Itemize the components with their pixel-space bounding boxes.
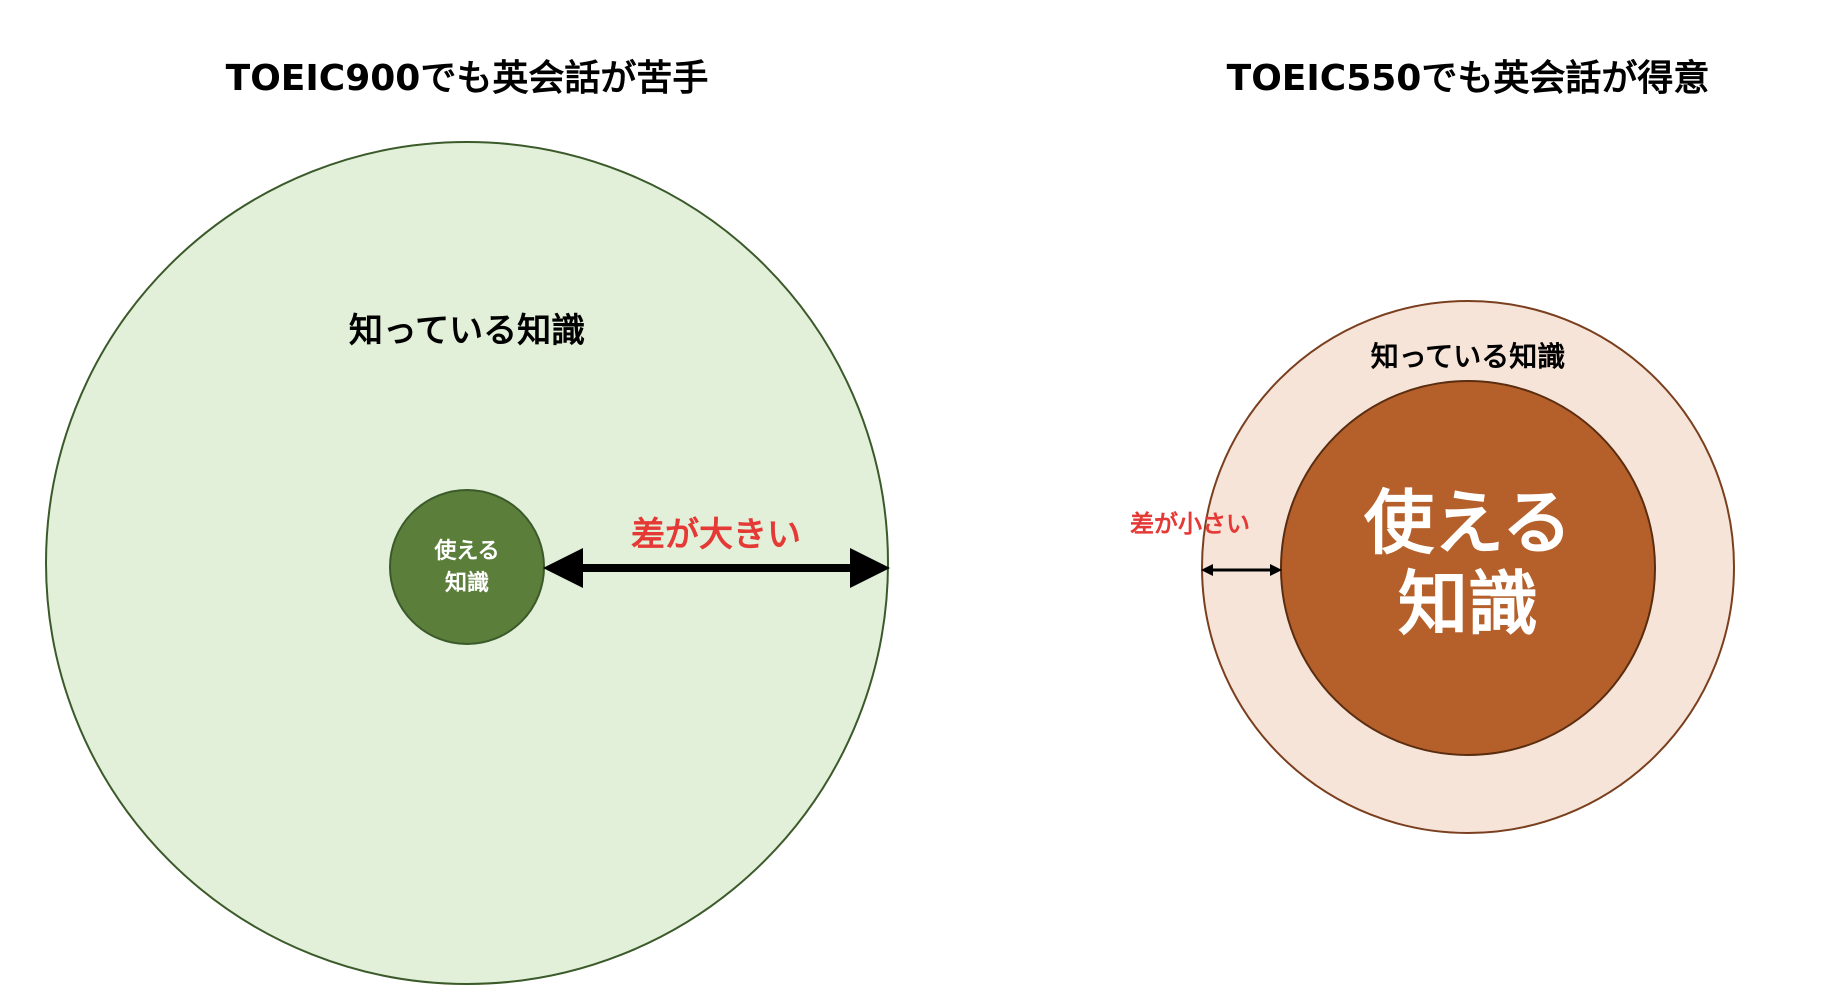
left-usable-knowledge-circle bbox=[389, 489, 545, 645]
left-title: TOEIC900でも英会話が苦手 bbox=[226, 58, 709, 99]
right-usable-knowledge-label-line2: 知識 bbox=[1398, 563, 1538, 645]
right-known-knowledge-label: 知っている知識 bbox=[1371, 340, 1566, 373]
right-diagram: TOEIC550でも英会話が得意 知っている知識 使える 知識 差が小さい bbox=[1130, 58, 1735, 834]
right-title: TOEIC550でも英会話が得意 bbox=[1227, 58, 1710, 99]
right-usable-knowledge-label-line1: 使える bbox=[1364, 482, 1572, 564]
right-gap-label: 差が小さい bbox=[1130, 510, 1250, 538]
left-diagram: TOEIC900でも英会話が苦手 知っている知識 使える 知識 差が大きい bbox=[45, 58, 890, 985]
left-gap-label: 差が大きい bbox=[631, 515, 801, 555]
left-usable-knowledge-label-line1: 使える bbox=[433, 539, 499, 564]
left-known-knowledge-label: 知っている知識 bbox=[349, 311, 585, 351]
left-usable-knowledge-label-line2: 知識 bbox=[445, 570, 489, 596]
